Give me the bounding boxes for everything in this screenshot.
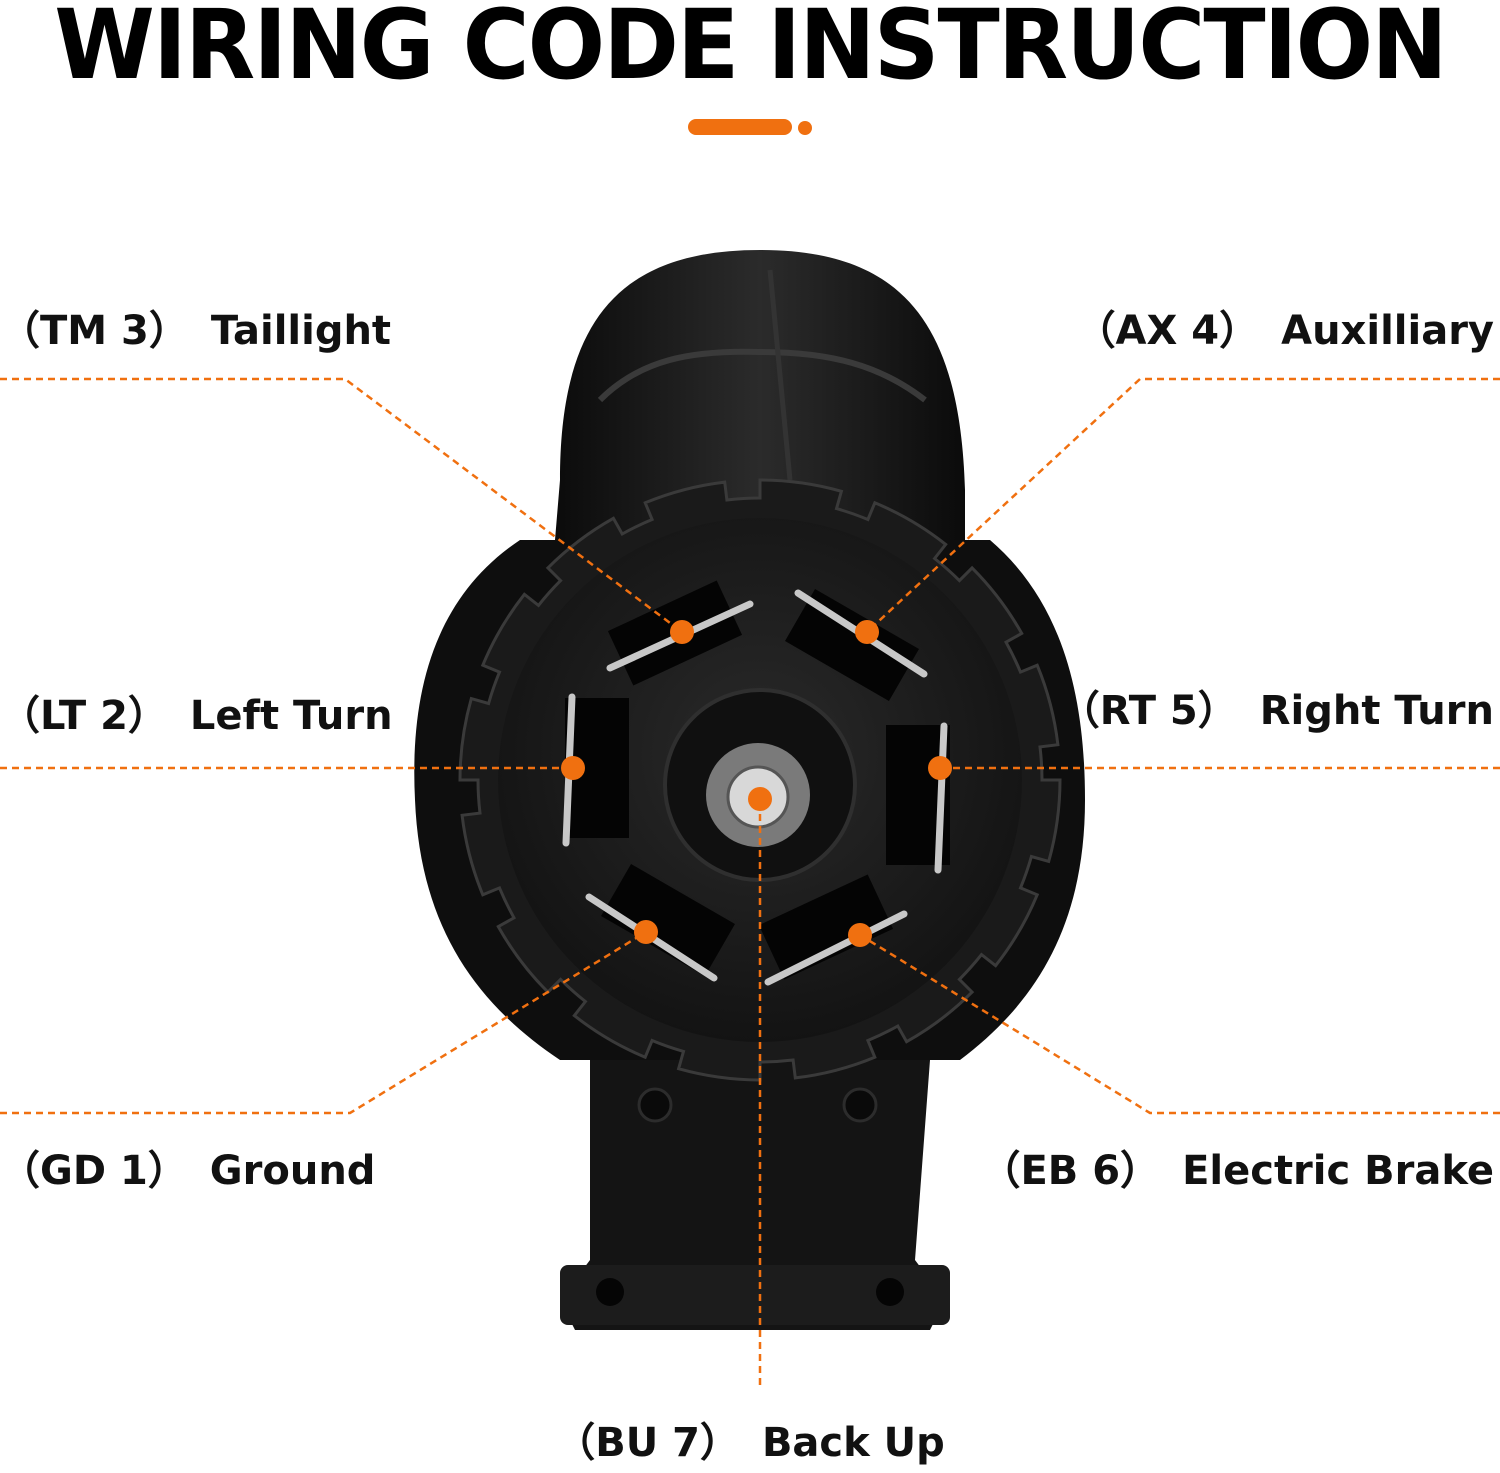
label-ax4: （AX 4） Auxilliary — [1076, 308, 1494, 354]
pin-blade-rt5 — [934, 722, 948, 874]
marker-lt2 — [561, 756, 585, 780]
page-title: WIRING CODE INSTRUCTION — [54, 0, 1447, 101]
slot-gd1 — [601, 864, 735, 976]
pin-markers — [561, 620, 952, 947]
mount-hole-left — [596, 1278, 624, 1306]
label-eb6-code: （EB 6） — [980, 1148, 1161, 1194]
leader-tm3 — [0, 377, 683, 633]
label-gd1-name: Ground — [209, 1148, 376, 1194]
label-bu7-name: Back Up — [761, 1420, 945, 1466]
mount-plate — [560, 1265, 950, 1325]
accent-bar — [688, 119, 792, 135]
label-tm3: （TM 3） Taillight — [0, 308, 391, 354]
label-eb6: （EB 6） Electric Brake — [980, 1148, 1494, 1194]
slot-ax4 — [785, 589, 919, 701]
marker-bu7 — [748, 787, 772, 811]
label-rt5-code: （RT 5） — [1059, 688, 1238, 734]
housing-top — [555, 250, 965, 540]
label-ax4-name: Auxilliary — [1281, 308, 1494, 354]
mount-base — [560, 1060, 945, 1330]
pin-blade-eb6 — [764, 910, 908, 986]
label-gd1: （GD 1） Ground — [0, 1148, 375, 1194]
leader-gd1 — [0, 930, 647, 1115]
mount-hole-upper-right — [842, 1087, 878, 1123]
leader-lines — [0, 377, 1500, 1385]
marker-tm3 — [670, 620, 694, 644]
housing-ridge — [597, 348, 927, 403]
marker-gd1 — [634, 920, 658, 944]
label-rt5-name: Right Turn — [1259, 688, 1494, 734]
mount-hole-upper-left — [637, 1087, 673, 1123]
marker-eb6 — [848, 923, 872, 947]
housing-ridge-2 — [767, 269, 793, 481]
leader-ax4 — [866, 377, 1500, 633]
accent-dot — [798, 121, 812, 135]
label-tm3-code: （TM 3） — [0, 308, 189, 354]
label-eb6-name: Electric Brake — [1182, 1148, 1494, 1194]
label-lt2: （LT 2） Left Turn — [0, 693, 393, 739]
label-ax4-code: （AX 4） — [1075, 308, 1260, 354]
marker-ax4 — [855, 620, 879, 644]
label-lt2-name: Left Turn — [189, 693, 393, 739]
label-lt2-code: （LT 2） — [0, 693, 168, 739]
label-rt5: （RT 5） Right Turn — [1060, 688, 1494, 734]
label-tm3-name: Taillight — [210, 308, 392, 354]
leader-eb6 — [859, 933, 1500, 1115]
label-bu7-code: （BU 7） — [555, 1420, 740, 1466]
label-gd1-code: （GD 1） — [0, 1148, 188, 1194]
marker-rt5 — [928, 756, 952, 780]
slot-eb6 — [758, 874, 894, 980]
mount-hole-right — [876, 1278, 904, 1306]
label-bu7: （BU 7） Back Up — [0, 1420, 1500, 1466]
